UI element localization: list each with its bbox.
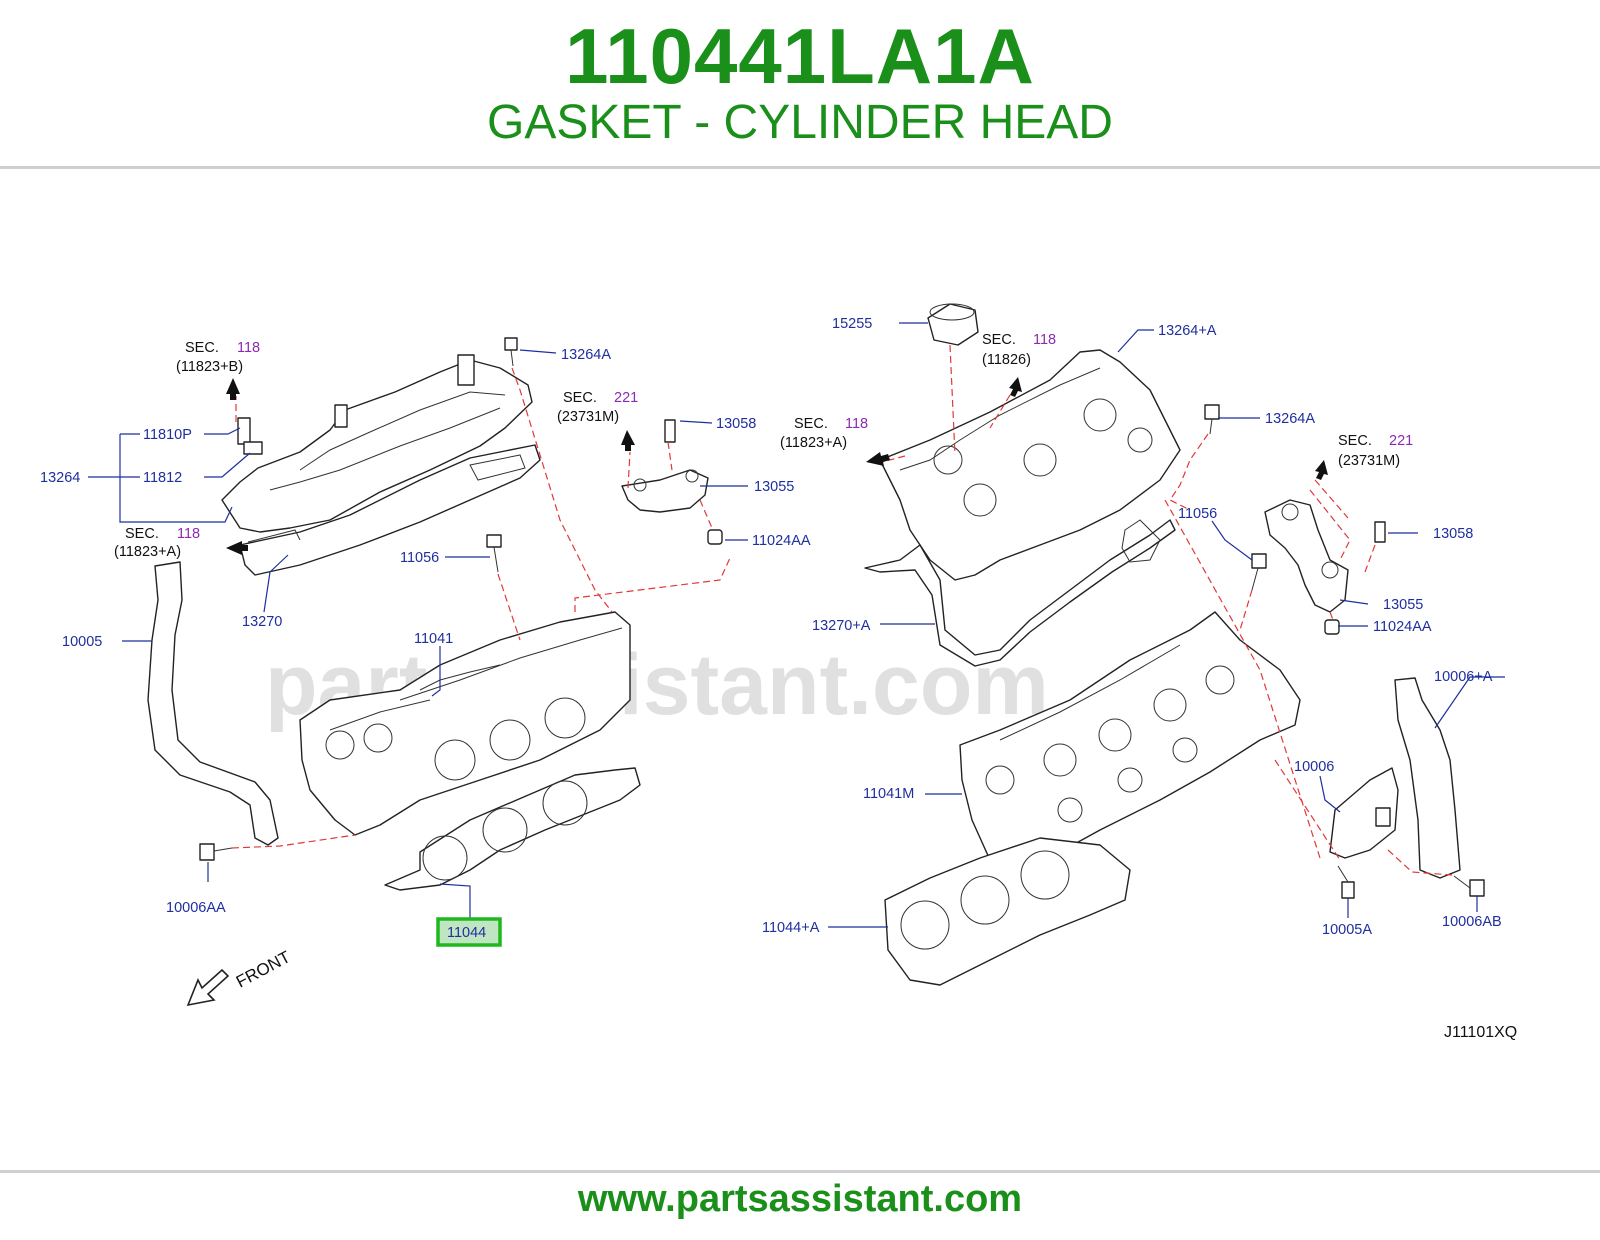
highlight-box: [436, 917, 502, 947]
diagram-code: J11101XQ: [1444, 1024, 1517, 1041]
valve-timing-solenoid-13055-left: [621, 469, 709, 513]
sec-label: SEC.: [563, 390, 597, 406]
arrow-up-icon: [226, 378, 240, 400]
sec-number[interactable]: 221: [1389, 433, 1413, 449]
arrow-left-icon: [226, 541, 248, 555]
cover-boss: [457, 354, 475, 386]
oil-filler-cap-15255: [927, 303, 979, 346]
label-10006AB[interactable]: 10006AB: [1442, 914, 1502, 930]
label-11056[interactable]: 11056: [400, 550, 439, 566]
label-13055[interactable]: 13055: [754, 479, 794, 495]
sec-ref: (23731M): [1338, 453, 1400, 469]
label-11044pA[interactable]: 11044+A: [762, 920, 820, 936]
sec-label: SEC.: [982, 332, 1016, 348]
rocker-cover-gasket-right: [864, 519, 1176, 667]
bolt-10005A: [1337, 865, 1355, 899]
arrow-up-icon: [1009, 377, 1022, 397]
label-11041M[interactable]: 11041M: [863, 786, 914, 802]
label-13058[interactable]: 13058: [1433, 526, 1473, 542]
arrow-left-icon: [866, 452, 890, 466]
head-gasket-11044: [384, 767, 641, 891]
bracket-10005: [147, 561, 279, 846]
label-10006pA[interactable]: 10006+A: [1434, 669, 1493, 685]
sec-ref: (11826): [982, 352, 1031, 368]
bolt-10006AA: [199, 843, 233, 861]
bracket-10006pA: [1394, 677, 1461, 879]
bolt-10006AB: [1453, 875, 1485, 897]
bolt-11056-left: [486, 534, 502, 573]
footer-divider: [0, 1170, 1600, 1173]
rocker-cover-right: [879, 349, 1181, 581]
part-name-subtitle: GASKET - CYLINDER HEAD: [487, 96, 1113, 149]
label-11812[interactable]: 11812: [143, 470, 182, 486]
part-number-title: 110441LA1A: [565, 12, 1035, 100]
header-divider: [0, 166, 1600, 169]
bracket-10006: [1329, 767, 1399, 859]
sec-ref: (11823+A): [114, 544, 181, 560]
label-10005A[interactable]: 10005A: [1322, 922, 1372, 938]
sec-number[interactable]: 118: [237, 340, 260, 356]
arrow-up-icon: [621, 430, 635, 451]
rocker-cover-left: [221, 359, 533, 533]
bolt-11056-right: [1251, 553, 1267, 569]
head-gasket-11044pA: [884, 837, 1131, 986]
label-10006[interactable]: 10006: [1294, 759, 1334, 775]
label-13058[interactable]: 13058: [716, 416, 756, 432]
sec-label: SEC.: [185, 340, 219, 356]
label-11056[interactable]: 11056: [1178, 506, 1217, 522]
front-label: FRONT: [233, 947, 294, 991]
sec-number[interactable]: 118: [177, 526, 200, 542]
label-13055[interactable]: 13055: [1383, 597, 1423, 613]
label-11044[interactable]: 11044: [447, 925, 486, 941]
sec-ref: (11823+A): [780, 435, 847, 451]
collar-11024AA-right: [1324, 619, 1340, 635]
sec-number[interactable]: 118: [1033, 332, 1056, 348]
label-11024AA[interactable]: 11024AA: [1373, 619, 1432, 635]
bolt-13264A-left: [504, 337, 518, 367]
label-15255[interactable]: 15255: [832, 316, 872, 332]
label-13264pA[interactable]: 13264+A: [1158, 323, 1217, 339]
bolt-13264A-right: [1204, 404, 1220, 420]
sec-ref: (23731M): [557, 409, 619, 425]
cover-tab: [334, 404, 348, 428]
label-10006AA[interactable]: 10006AA: [166, 900, 226, 916]
label-13264A[interactable]: 13264A: [1265, 411, 1315, 427]
pcv-valve-11810P: [237, 417, 263, 455]
sec-label: SEC.: [125, 526, 159, 542]
sec-label: SEC.: [794, 416, 828, 432]
valve-timing-solenoid-13055-right: [1264, 499, 1349, 613]
bracket-boss: [1375, 807, 1391, 827]
sec-number[interactable]: 221: [614, 390, 638, 406]
bolt-13058-right: [1374, 521, 1386, 543]
label-13264A[interactable]: 13264A: [561, 347, 611, 363]
label-11810P[interactable]: 11810P: [143, 427, 192, 443]
label-13264[interactable]: 13264: [40, 470, 80, 486]
arrow-up-icon: [1315, 460, 1328, 480]
label-10005[interactable]: 10005: [62, 634, 102, 650]
label-13270[interactable]: 13270: [242, 614, 282, 630]
front-arrow-icon: [186, 968, 230, 1007]
sec-number[interactable]: 118: [845, 416, 868, 432]
label-11024AA[interactable]: 11024AA: [752, 533, 811, 549]
label-13270pA[interactable]: 13270+A: [812, 618, 871, 634]
footer-url-link[interactable]: www.partsassistant.com: [577, 1178, 1023, 1220]
collar-11024AA-left: [707, 529, 723, 545]
bolt-13058-left: [664, 419, 676, 443]
sec-ref: (11823+B): [176, 359, 243, 375]
parts-diagram: partsassistant.com: [40, 303, 1517, 1041]
label-11041[interactable]: 11041: [414, 631, 453, 647]
sec-label: SEC.: [1338, 433, 1372, 449]
